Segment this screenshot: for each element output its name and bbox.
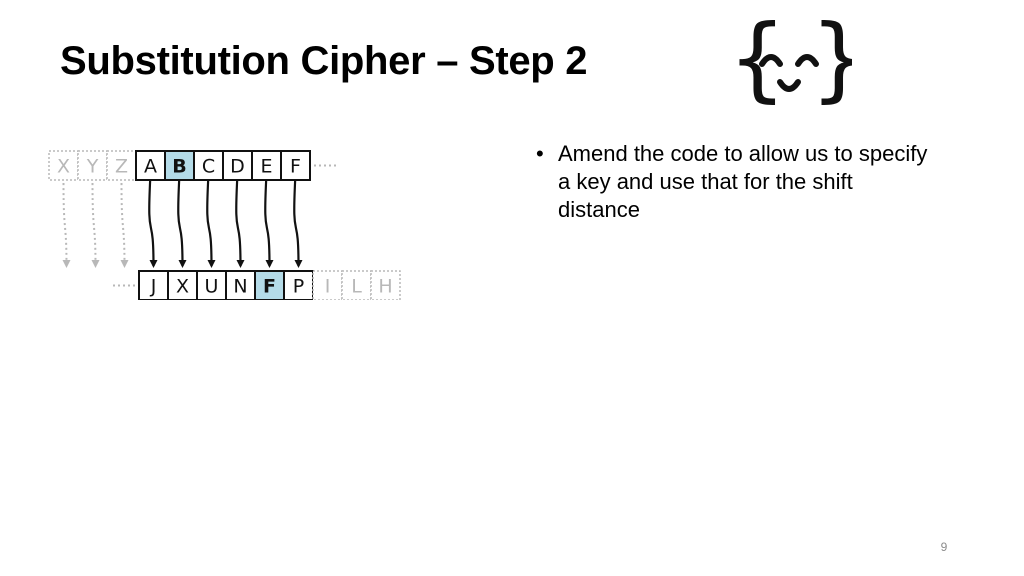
plaintext-cell: X bbox=[48, 150, 79, 181]
shift-arrow bbox=[148, 173, 158, 268]
ciphertext-cell: J bbox=[138, 270, 169, 300]
ciphertext-cell: F bbox=[254, 270, 285, 300]
plaintext-letter: Y bbox=[86, 156, 99, 178]
ciphertext-cell: X bbox=[167, 270, 198, 300]
ciphertext-letter: P bbox=[293, 276, 304, 298]
plaintext-letter: D bbox=[230, 156, 245, 178]
ciphertext-letter: J bbox=[150, 276, 157, 298]
shift-arrow bbox=[206, 173, 216, 268]
curly-braces-smiley-icon: { } bbox=[728, 6, 852, 110]
plaintext-letter: C bbox=[202, 156, 215, 178]
svg-text:}: } bbox=[810, 6, 852, 110]
plaintext-cell: Z bbox=[106, 150, 137, 181]
bullet-item: • Amend the code to allow us to specify a… bbox=[536, 140, 936, 224]
shift-arrow bbox=[293, 173, 303, 268]
ciphertext-letter: L bbox=[351, 276, 362, 298]
plaintext-letter: B bbox=[172, 156, 186, 178]
plaintext-letter: F bbox=[290, 156, 301, 178]
plaintext-letter: Z bbox=[115, 156, 128, 178]
plaintext-letter: E bbox=[260, 156, 272, 178]
plaintext-cell: F bbox=[280, 150, 311, 181]
plaintext-cell: Y bbox=[77, 150, 108, 181]
plaintext-cell: D bbox=[222, 150, 253, 181]
plaintext-cell: C bbox=[193, 150, 224, 181]
shift-arrow-faded bbox=[120, 182, 129, 268]
page-number: 9 bbox=[940, 540, 948, 554]
ciphertext-cell: L bbox=[341, 270, 372, 300]
ciphertext-cell: N bbox=[225, 270, 256, 300]
ciphertext-letter: H bbox=[378, 276, 392, 298]
plaintext-cell: B bbox=[164, 150, 195, 181]
ciphertext-letter: N bbox=[233, 276, 247, 298]
ciphertext-letter: I bbox=[325, 276, 331, 298]
ciphertext-letter: U bbox=[205, 276, 219, 298]
shift-arrow-faded bbox=[91, 182, 100, 268]
bullet-dot: • bbox=[536, 141, 544, 166]
shift-arrow bbox=[235, 173, 245, 268]
shift-arrow bbox=[177, 173, 187, 268]
plaintext-letter: X bbox=[57, 156, 70, 178]
shift-arrow bbox=[264, 173, 274, 268]
shift-arrow-faded bbox=[62, 182, 71, 268]
ciphertext-cell: U bbox=[196, 270, 227, 300]
ciphertext-cell: I bbox=[312, 270, 343, 300]
plaintext-cell: E bbox=[251, 150, 282, 181]
ciphertext-cell: H bbox=[370, 270, 401, 300]
slide-title: Substitution Cipher – Step 2 bbox=[60, 39, 588, 83]
plaintext-letter: A bbox=[144, 156, 157, 178]
plaintext-cell: A bbox=[135, 150, 166, 181]
bullet-list: • Amend the code to allow us to specify a… bbox=[536, 140, 936, 224]
ciphertext-letter: X bbox=[176, 276, 189, 298]
ciphertext-cell: P bbox=[283, 270, 314, 300]
ciphertext-letter: F bbox=[263, 276, 276, 298]
bullet-text: Amend the code to allow us to specify a … bbox=[558, 141, 928, 222]
